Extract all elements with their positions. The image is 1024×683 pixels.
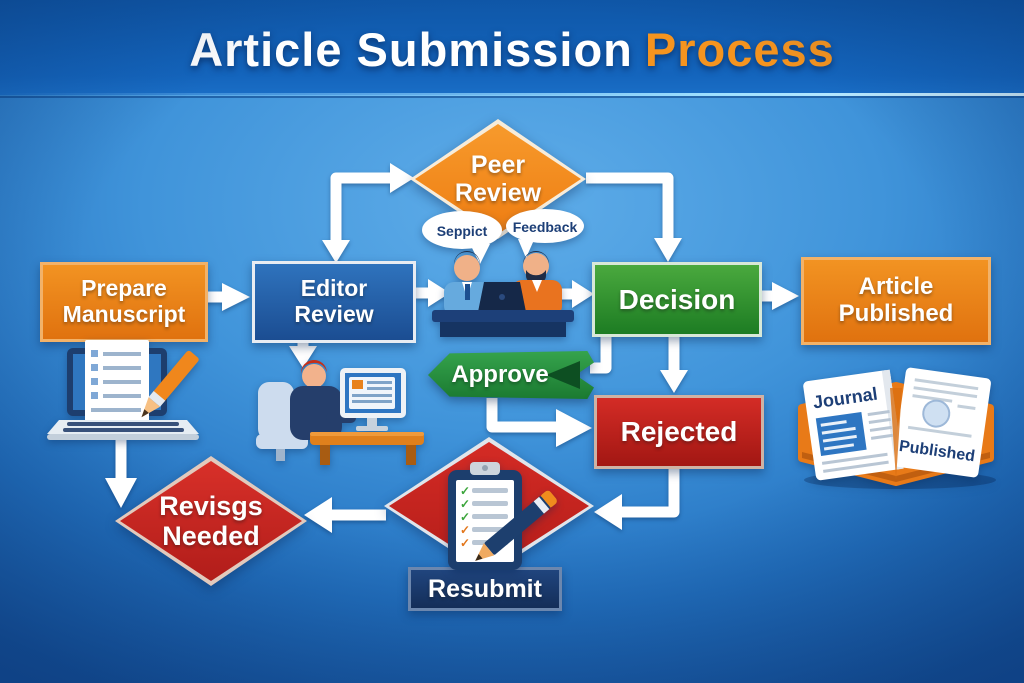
node-editor-review: Editor Review [252,261,416,343]
arrow-rejected-to-resubmit-elbow [622,463,680,518]
arrow-decision-to-approve-elbow [590,333,612,374]
laptop-base [47,434,199,440]
speech-left-text: Seppict [437,223,488,239]
node-approve: Approve [428,351,594,399]
node-revises-needed: Revisgs Needed [115,456,307,586]
arrowhead-laptop-down [105,478,137,508]
pencil-icon [141,350,199,418]
arrowhead-into-rejected-top [660,370,688,393]
arrowhead-into-resubmit-diamond [594,494,622,530]
editor-at-desk-illustration [256,359,424,465]
node-editor-label: Editor Review [294,275,374,327]
node-resubmit-label: Resubmit [428,575,542,603]
editor-monitor [340,368,406,431]
arrow-editor-peer-elbow [330,172,392,248]
arrowhead-into-revises [304,497,332,533]
editor-desk [310,432,424,465]
journal-book-illustration: Journal Published [798,367,996,489]
editor-person [290,359,356,440]
speech-bubble-right: Feedback [506,209,584,258]
arrowhead-down-into-editor [322,240,350,263]
title-accent: Process [644,23,835,76]
node-decision: Decision [592,262,762,337]
node-article-published: Article Published [801,257,991,345]
arrow-peer-to-decision-elbow [586,172,674,240]
book-spine [890,388,902,480]
arrowhead-into-peer [390,163,414,193]
reviewers-desk-top [432,310,574,322]
arrowhead-into-decision-left [572,280,594,308]
clipboard-illustration: ✓ ✓ ✓ ✓ ✓ [448,462,557,570]
arrow-approve-to-rejected-elbow [486,398,558,433]
reviewers-illustration: Seppict Feedback [422,209,584,337]
reviewers-desk-front [440,322,566,337]
arrowhead-into-editor [222,283,250,311]
arrowhead-into-published [772,282,799,310]
pencil-icon [475,490,557,561]
node-rejected: Rejected [594,395,764,469]
node-peer-label: Peer Review [454,151,542,207]
office-chair [256,382,308,461]
node-prepare-manuscript: Prepare Manuscript [40,262,208,342]
book-right-page: Published [893,367,991,478]
svg-text:✓: ✓ [460,523,470,537]
node-revises-label: Revisgs Needed [159,490,263,551]
arrowhead-into-reviewers [428,279,450,307]
page-figure-circle [922,399,951,428]
svg-text:✓: ✓ [460,484,470,498]
node-prepare-label: Prepare Manuscript [62,275,186,327]
header-divider-shadow [0,96,1024,98]
laptop-key-row [67,422,179,426]
laptop-key-row [63,428,184,432]
node-published-label: Article Published [838,273,954,327]
node-rejected-label: Rejected [620,416,738,448]
arrowhead-into-rejected-left [556,409,592,447]
node-approve-label: Approve [451,361,549,388]
laptop-logo-dot [499,294,505,300]
svg-text:✓: ✓ [460,497,470,511]
svg-text:✓: ✓ [460,510,470,524]
laptop-manuscript-illustration [47,340,199,440]
book-left-page: Journal [803,369,904,481]
speech-right-text: Feedback [513,219,578,235]
svg-text:✓: ✓ [460,536,470,550]
arrowhead-into-desk [289,346,317,368]
title-main: Article Submission [189,23,633,76]
clipboard-clip-hole [482,465,488,471]
node-decision-label: Decision [618,283,736,315]
node-resubmit: Resubmit [408,567,562,611]
manuscript-document-icon [85,340,149,424]
arrowhead-into-decision-top [654,238,682,262]
speech-bubble-left: Seppict [422,211,502,264]
header-divider [0,93,1024,96]
